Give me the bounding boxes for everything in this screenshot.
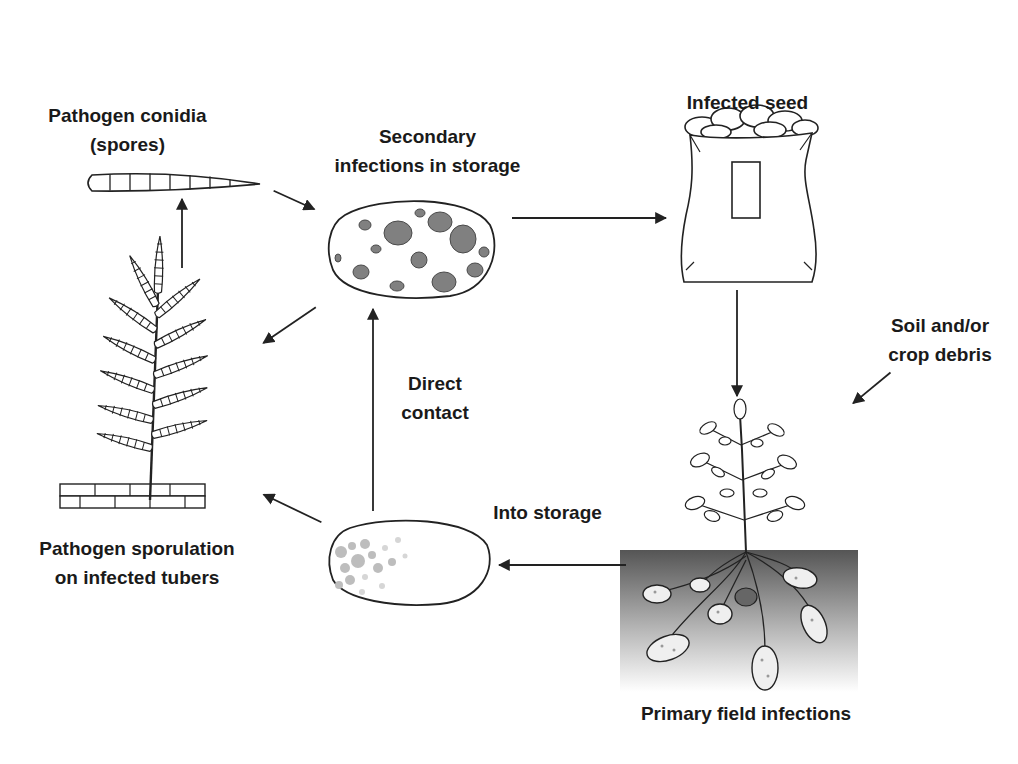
seed-node: Infected seed <box>670 88 825 286</box>
arrow-label: Into storage <box>478 498 618 527</box>
arrow-label: Direct contact <box>395 369 475 427</box>
source-node: Soil and/or crop debris <box>870 308 1010 370</box>
cycle-arrow <box>372 309 374 511</box>
cycle-arrow <box>736 290 738 396</box>
conidia-node: Pathogen conidia (spores) <box>40 100 270 195</box>
cycle-arrow <box>181 199 183 268</box>
node-label: Primary field infections <box>626 699 866 728</box>
cycle-arrow <box>499 564 626 566</box>
node-label: Infected seed <box>670 88 825 117</box>
conidiophore-drawing <box>60 236 209 508</box>
cycle-arrow <box>512 217 666 219</box>
stored-tuber-drawing <box>329 521 489 605</box>
node-label: Pathogen conidia (spores) <box>40 101 215 159</box>
cycle-arrow <box>263 307 316 343</box>
node-label: Pathogen sporulation on infected tubers <box>32 534 242 592</box>
stored-tuber-node <box>325 515 495 610</box>
field-infection-node: Primary field infections <box>630 400 850 730</box>
node-label: Soil and/or crop debris <box>885 311 995 369</box>
sporulation-node: Pathogen sporulation on infected tubers <box>20 272 260 592</box>
seed-sack-drawing <box>681 105 818 282</box>
cycle-arrow <box>264 495 322 523</box>
cycle-arrow <box>853 373 890 404</box>
cycle-arrow <box>274 191 315 210</box>
conidium-drawing <box>88 174 260 192</box>
infected-tuber-drawing <box>329 201 495 298</box>
potato-plant-drawing <box>620 399 858 692</box>
storage-infection-node: Secondary infections in storage <box>318 120 508 305</box>
node-label: Secondary infections in storage <box>333 122 522 180</box>
